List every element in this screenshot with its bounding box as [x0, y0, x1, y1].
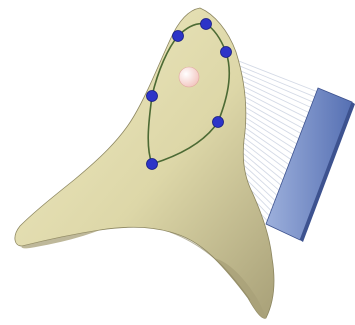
landmark-point	[213, 117, 224, 128]
landmark-point	[221, 47, 232, 58]
landmark-point	[201, 19, 212, 30]
landmark-point	[147, 91, 158, 102]
landmark-point	[147, 159, 158, 170]
landmark-point	[173, 31, 184, 42]
projection-plane	[266, 88, 355, 242]
highlight-sphere	[179, 67, 199, 87]
bone-surface	[15, 8, 274, 318]
